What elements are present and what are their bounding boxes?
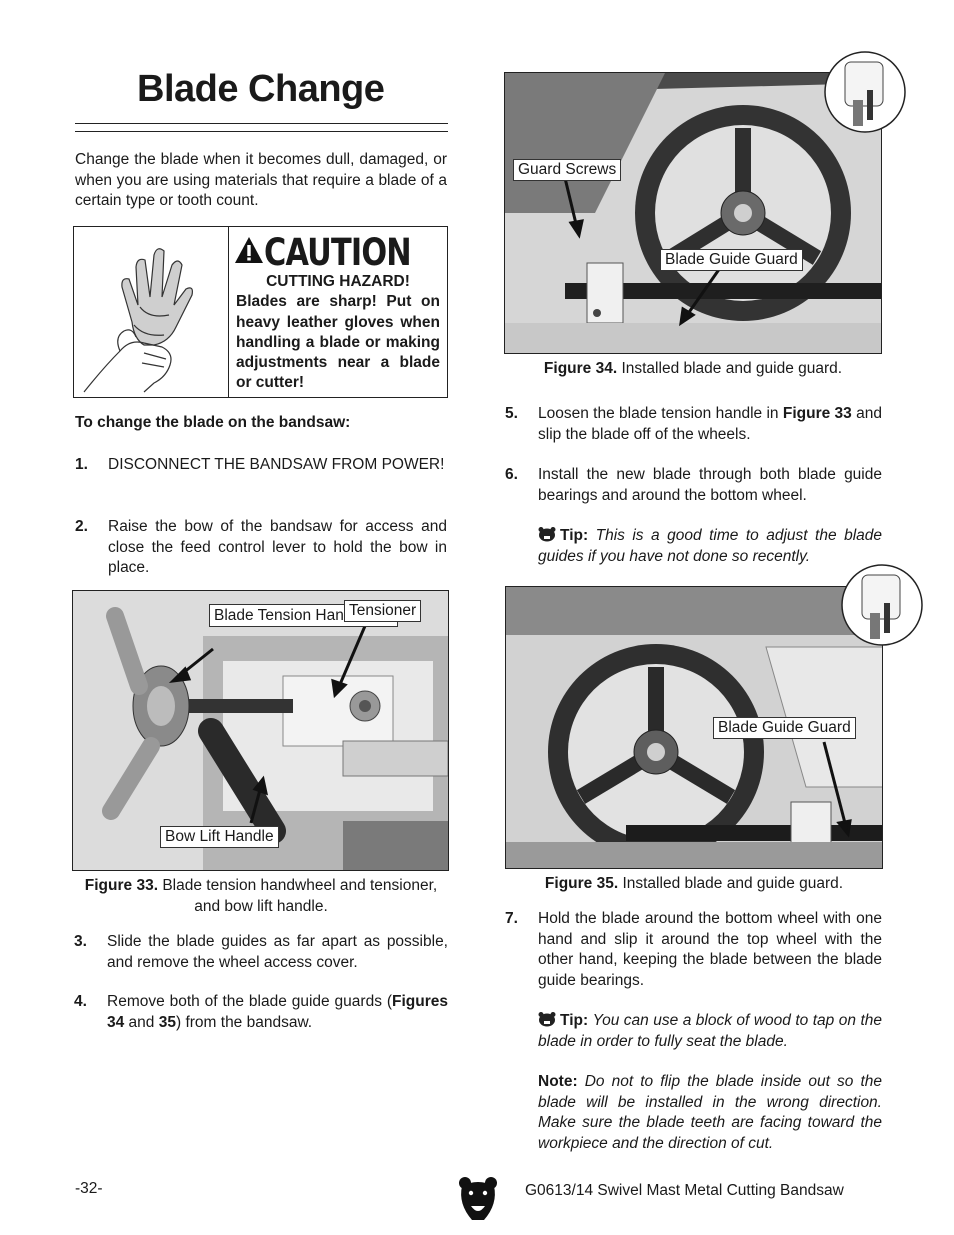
step-text: Loosen the blade tension handle in Figur… (538, 405, 882, 443)
caution-subheading: CUTTING HAZARD! (266, 273, 410, 290)
step-7: 7. Hold the blade around the bottom whee… (505, 909, 882, 993)
gloves-required-icon (841, 564, 923, 646)
figure-34-caption: Figure 34. Installed blade and guide gua… (543, 360, 843, 377)
tip-text: You can use a block of wood to tap on th… (538, 1012, 882, 1050)
caution-header: CAUTION (234, 231, 444, 274)
tip-1: Tip: This is a good time to adjust the b… (538, 526, 882, 567)
step-number: 6. (505, 466, 518, 483)
note: Note: Do not to flip the blade inside ou… (538, 1072, 882, 1154)
title-rule-bottom (75, 131, 448, 132)
caution-box: CAUTION CUTTING HAZARD! Blades are sharp… (73, 226, 448, 398)
step-text: Raise the bow of the bandsaw for access … (108, 518, 447, 576)
tip-text: This is a good time to adjust the blade … (538, 527, 882, 565)
step-number: 3. (74, 933, 87, 950)
procedure-heading: To change the blade on the bandsaw: (75, 414, 351, 431)
warning-triangle-icon (235, 237, 263, 263)
callout-tensioner: Tensioner (344, 600, 422, 622)
figure-35-caption: Figure 35. Installed blade and guide gua… (544, 875, 844, 892)
figure-33-photo: Blade Tension Handwheel Tensioner Bow Li… (72, 590, 449, 871)
page-title: Blade Change (137, 68, 385, 110)
caution-warning: CUTTING HAZARD! Blades are sharp! Put on… (236, 272, 440, 394)
step-2: 2. Raise the bow of the bandsaw for acce… (75, 517, 447, 579)
step-text: Remove both of the blade guide guards (F… (107, 993, 448, 1031)
step-number: 2. (75, 518, 88, 535)
figure-34-photo: Guard Screws Blade Guide Guard (504, 72, 882, 354)
step-text: Hold the blade around the bottom wheel w… (538, 910, 882, 989)
tip-label: Tip: (560, 1012, 589, 1029)
step-number: 1. (75, 456, 88, 473)
intro-paragraph: Change the blade when it becomes dull, d… (75, 151, 447, 209)
step-4: 4. Remove both of the blade guide guards… (74, 992, 448, 1034)
step-number: 7. (505, 910, 518, 927)
caution-text: Blades are sharp! Put on heavy leather g… (236, 293, 440, 392)
figure-35-photo: Blade Guide Guard (505, 586, 883, 869)
callout-blade-guide-guard: Blade Guide Guard (660, 249, 803, 271)
step-number: 5. (505, 405, 518, 422)
step-5: 5. Loosen the blade tension handle in Fi… (505, 404, 882, 446)
bear-tip-icon (538, 527, 556, 542)
step-text: DISCONNECT THE BANDSAW FROM POWER! (108, 456, 445, 473)
page-number: -32- (75, 1180, 103, 1197)
callout-bow-lift-handle: Bow Lift Handle (160, 826, 279, 848)
grizzly-bear-logo (459, 1177, 497, 1220)
bear-tip-icon (538, 1012, 556, 1027)
step-3: 3. Slide the blade guides as far apart a… (74, 932, 448, 974)
step-text: Slide the blade guides as far apart as p… (107, 933, 448, 971)
title-rule-top (75, 123, 448, 124)
step-6: 6. Install the new blade through both bl… (505, 465, 882, 507)
callout-blade-guide-guard: Blade Guide Guard (713, 717, 856, 739)
figure-33-caption: Figure 33. Blade tension handwheel and t… (84, 877, 438, 915)
step-1: 1. DISCONNECT THE BANDSAW FROM POWER! (75, 455, 447, 497)
note-label: Note: (538, 1073, 578, 1090)
gloves-illustration (74, 227, 229, 397)
tip-label: Tip: (560, 527, 589, 544)
caution-heading: CAUTION (264, 231, 412, 274)
footer-model: G0613/14 Swivel Mast Metal Cutting Bands… (525, 1182, 844, 1199)
callout-guard-screws: Guard Screws (513, 159, 622, 181)
note-text: Do not to flip the blade inside out so t… (538, 1073, 883, 1152)
gloves-required-icon (824, 51, 906, 133)
step-text: Install the new blade through both blade… (538, 466, 882, 504)
tip-2: Tip: You can use a block of wood to tap … (538, 1011, 882, 1052)
step-number: 4. (74, 993, 87, 1010)
